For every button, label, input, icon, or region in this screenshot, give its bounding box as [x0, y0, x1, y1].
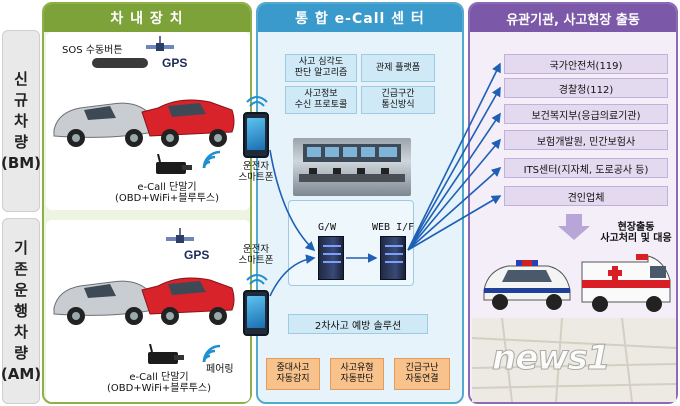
- crash-cars-icon: [50, 90, 238, 156]
- arrow-existing-to-gateway: [269, 254, 316, 297]
- ecall-device-label: e-Call 단말기 (OBD+WiFi+블루투스): [114, 182, 220, 204]
- response-title: 유관기관, 사고현장 출동: [470, 4, 676, 32]
- wireless-signal-icon: [200, 344, 222, 370]
- web-server-icon: [380, 236, 406, 280]
- gps-label: GPS: [184, 248, 210, 262]
- driver-smartphone-label: 운전자 스마트폰: [238, 161, 274, 183]
- arrow-to-agency-2: [407, 86, 501, 251]
- arrow-new-to-gateway: [269, 149, 316, 252]
- driver-smartphone-icon: [243, 112, 269, 158]
- arrow-to-agency-5: [407, 166, 502, 251]
- control-room-image: [293, 138, 411, 196]
- map-background: [471, 317, 677, 403]
- agency-item: ITS센터(지자체, 도로공사 등): [504, 158, 668, 178]
- row-label-new-vehicle: 신 규 차 량 (BM): [1, 30, 41, 212]
- agency-item: 경찰청(112): [504, 78, 668, 98]
- ecall-center-title: 통 합 e-Call 센 터: [258, 4, 462, 32]
- police-car-icon: [478, 250, 574, 318]
- agency-item: 보건복지부(응급의료기관): [504, 104, 668, 124]
- gateway-server-icon: [318, 236, 344, 280]
- agency-item: 견인업체: [504, 186, 668, 206]
- agency-item: 보험개발원, 민간보험사: [504, 130, 668, 150]
- pairing-label: 페어링: [206, 364, 234, 375]
- gateway-label: G/W: [318, 222, 337, 233]
- dispatch-label: 현장출동 사고처리 및 대응: [600, 222, 672, 244]
- satellite-icon: [146, 36, 174, 62]
- ecall-device-label: e-Call 단말기 (OBD+WiFi+블루투스): [106, 372, 212, 394]
- arrow-to-agency-3: [407, 112, 501, 251]
- arrow-to-agency-6: [407, 195, 502, 251]
- sos-button-label: SOS 수동버튼: [62, 45, 123, 56]
- agency-item: 국가안전처(119): [504, 54, 668, 74]
- dispatch-arrow-icon: [558, 214, 590, 240]
- gps-label: GPS: [162, 56, 188, 70]
- ambulance-icon: [578, 246, 674, 320]
- driver-smartphone-label: 운전자 스마트폰: [238, 244, 274, 266]
- driver-smartphone-icon: [243, 290, 269, 336]
- rearview-mirror-icon: [92, 58, 148, 68]
- arrow-to-agency-4: [407, 138, 502, 251]
- ecall-device-icon: [146, 343, 186, 370]
- watermark: news1: [492, 338, 612, 379]
- row-label-existing-vehicle: 기 존 운 행 차 량 (AM): [1, 218, 41, 404]
- crash-cars-icon: [50, 268, 238, 334]
- wireless-signal-icon: [200, 150, 222, 176]
- phone-signal-icon: [246, 94, 268, 116]
- satellite-icon: [166, 228, 194, 254]
- feature-box-platform: 관제 플랫폼: [361, 54, 435, 82]
- phone-signal-icon: [246, 272, 268, 294]
- ecall-device-icon: [154, 153, 194, 180]
- arrow-to-agency-1: [407, 62, 501, 251]
- secondary-accident-solution: 2차사고 예방 솔루션: [288, 314, 428, 334]
- in-vehicle-title: 차 내 장 치: [44, 4, 250, 32]
- web-interface-label: WEB I/F: [372, 222, 415, 233]
